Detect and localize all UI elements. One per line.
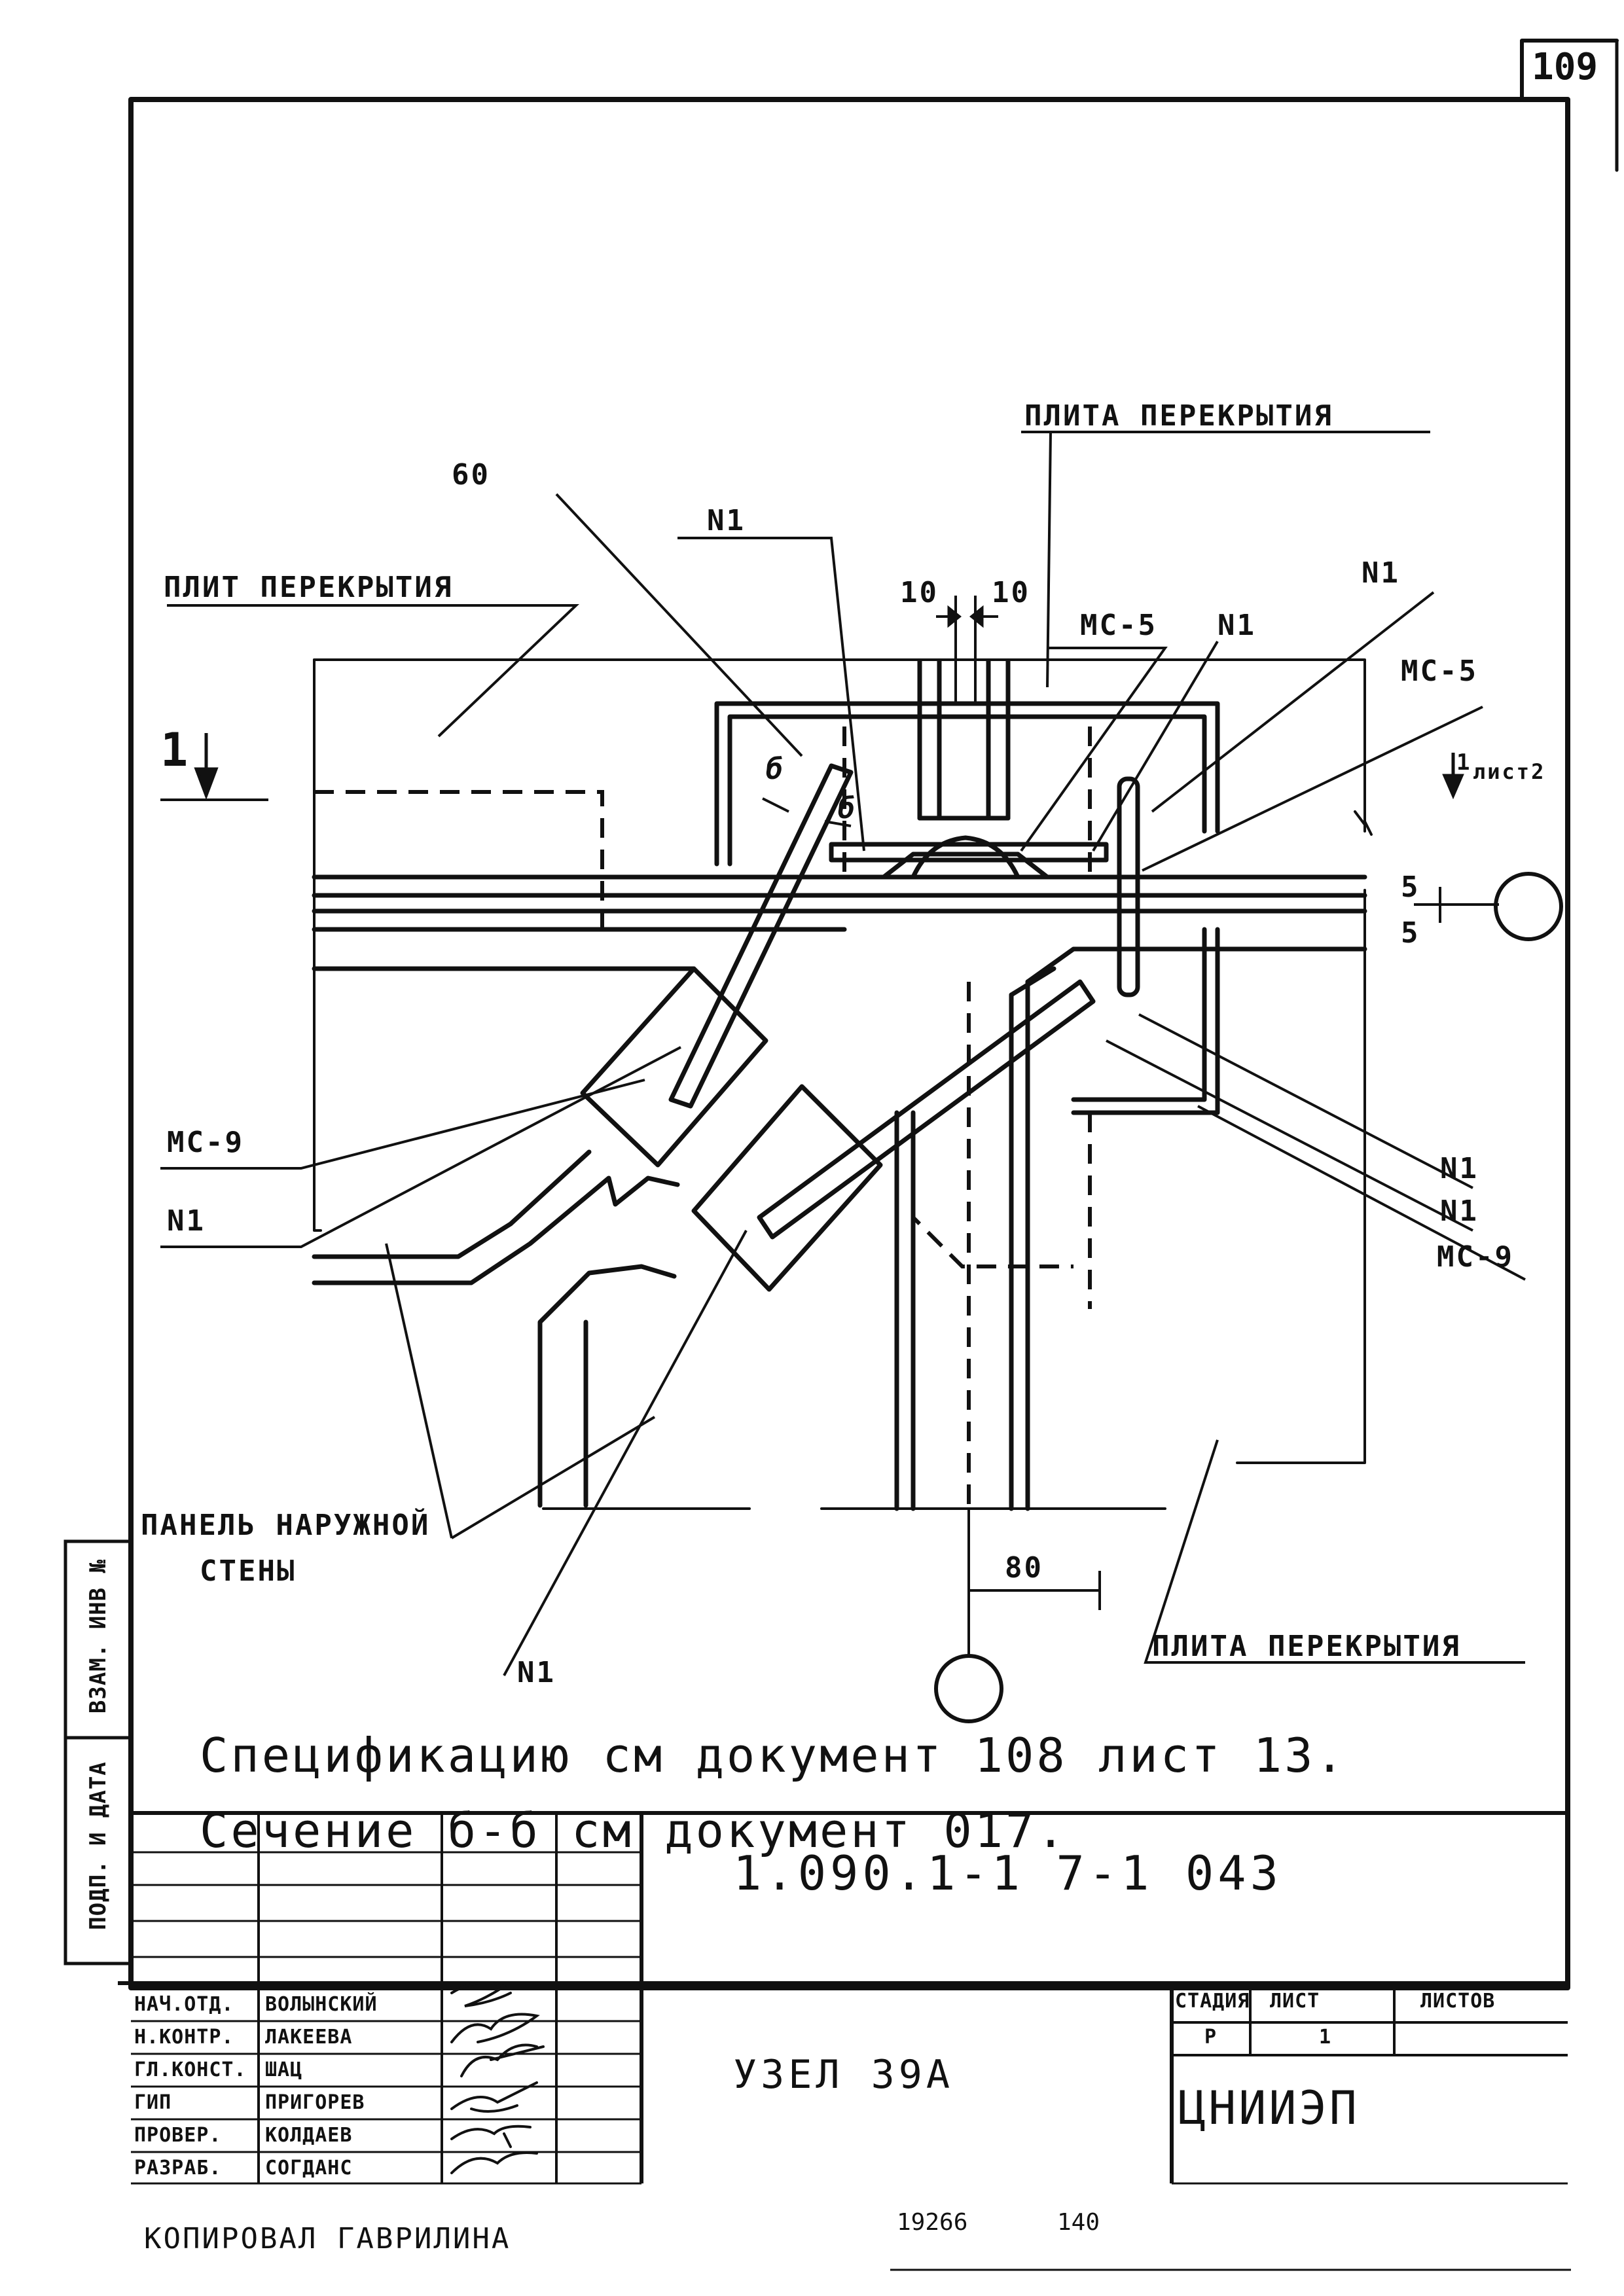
label-wall-panel-1: ПАНЕЛЬ НАРУЖНОЙ (141, 1509, 431, 1542)
footer-page: 140 (1057, 2209, 1100, 2236)
dim-5-bottom: 5 (1401, 916, 1420, 950)
sheet-frame (128, 97, 1570, 1990)
label-n1-left: N1 (167, 1204, 206, 1238)
sheets-header: ЛИСТОВ (1420, 1990, 1496, 2013)
role-1: Н.КОНТР. (134, 2026, 234, 2049)
name-1: ЛАКЕЕВА (265, 2026, 353, 2049)
label-mc5-a: МС-5 (1080, 609, 1157, 642)
label-mc5-b: МС-5 (1401, 655, 1478, 688)
axis-circle-right (1494, 872, 1563, 941)
role-0: НАЧ.ОТД. (134, 1993, 234, 2016)
label-n1-right-a: N1 (1440, 1152, 1479, 1185)
label-n1-bottom: N1 (517, 1656, 556, 1689)
dim-10-left: 10 (900, 576, 939, 609)
side-stamp-date: ПОДП. И ДАТА (85, 1761, 111, 1930)
section-b-right: б (838, 792, 857, 825)
role-2: ГЛ.КОНСТ. (134, 2058, 247, 2081)
label-wall-panel-2: СТЕНЫ (200, 1554, 297, 1588)
section-mark-right: 1 (1456, 749, 1472, 776)
signatures (450, 1981, 545, 2174)
stage-value: Р (1204, 2026, 1218, 2049)
sheet-header: ЛИСТ (1270, 1990, 1320, 2013)
sheet-number: 109 (1532, 46, 1598, 88)
label-bottom-slab: ПЛИТА ПЕРЕКРЫТИЯ (1152, 1630, 1461, 1663)
note-section: Сечение б-б см документ 017. (200, 1803, 1068, 1858)
label-n1-top-a: N1 (707, 504, 746, 537)
label-top-slab: ПЛИТА ПЕРЕКРЫТИЯ (1024, 399, 1333, 433)
name-2: ШАЦ (265, 2058, 303, 2081)
label-n1-top-c: N1 (1362, 556, 1400, 590)
role-3: ГИП (134, 2091, 172, 2114)
dim-80: 80 (1005, 1551, 1043, 1585)
stage-header: СТАДИЯ (1175, 1990, 1250, 2013)
section-mark-left: 1 (160, 723, 189, 777)
dim-5-top: 5 (1401, 870, 1420, 904)
sheet-value: 1 (1319, 2026, 1332, 2049)
role-4: ПРОВЕР. (134, 2124, 222, 2147)
name-4: КОЛДАЕВ (265, 2124, 353, 2147)
label-left-slab: ПЛИТ ПЕРЕКРЫТИЯ (164, 571, 454, 604)
label-mc9-right: МС-9 (1437, 1240, 1514, 1274)
sheet-number-box (1520, 39, 1619, 1573)
role-5: РАЗРАБ. (134, 2157, 222, 2179)
footer-number: 19266 (897, 2209, 968, 2236)
name-3: ПРИГОРЕВ (265, 2091, 365, 2114)
org-name: ЦНИИЭП (1178, 2081, 1360, 2135)
name-0: ВОЛЫНСКИЙ (265, 1993, 378, 2016)
drawing-title: УЗЕЛ 39А (733, 2052, 954, 2098)
note-specification: Спецификацию см документ 108 лист 13. (200, 1728, 1346, 1783)
section-sheet-ref: лист2 (1473, 759, 1546, 784)
axis-circle-bottom (934, 1654, 1003, 1723)
dim-60: 60 (452, 458, 490, 492)
label-mc9-left: МС-9 (167, 1126, 244, 1159)
dim-10-right: 10 (992, 576, 1030, 609)
label-n1-top-b: N1 (1218, 609, 1256, 642)
side-stamp-inv: ВЗАМ. ИНВ № (85, 1558, 111, 1714)
doc-code: 1.090.1-1 7-1 043 (733, 1846, 1282, 1901)
section-b-left: б (766, 753, 785, 786)
footer-copied: КОПИРОВАЛ ГАВРИЛИНА (144, 2222, 511, 2255)
label-n1-right-b: N1 (1440, 1194, 1479, 1228)
name-5: СОГДАНС (265, 2157, 353, 2179)
